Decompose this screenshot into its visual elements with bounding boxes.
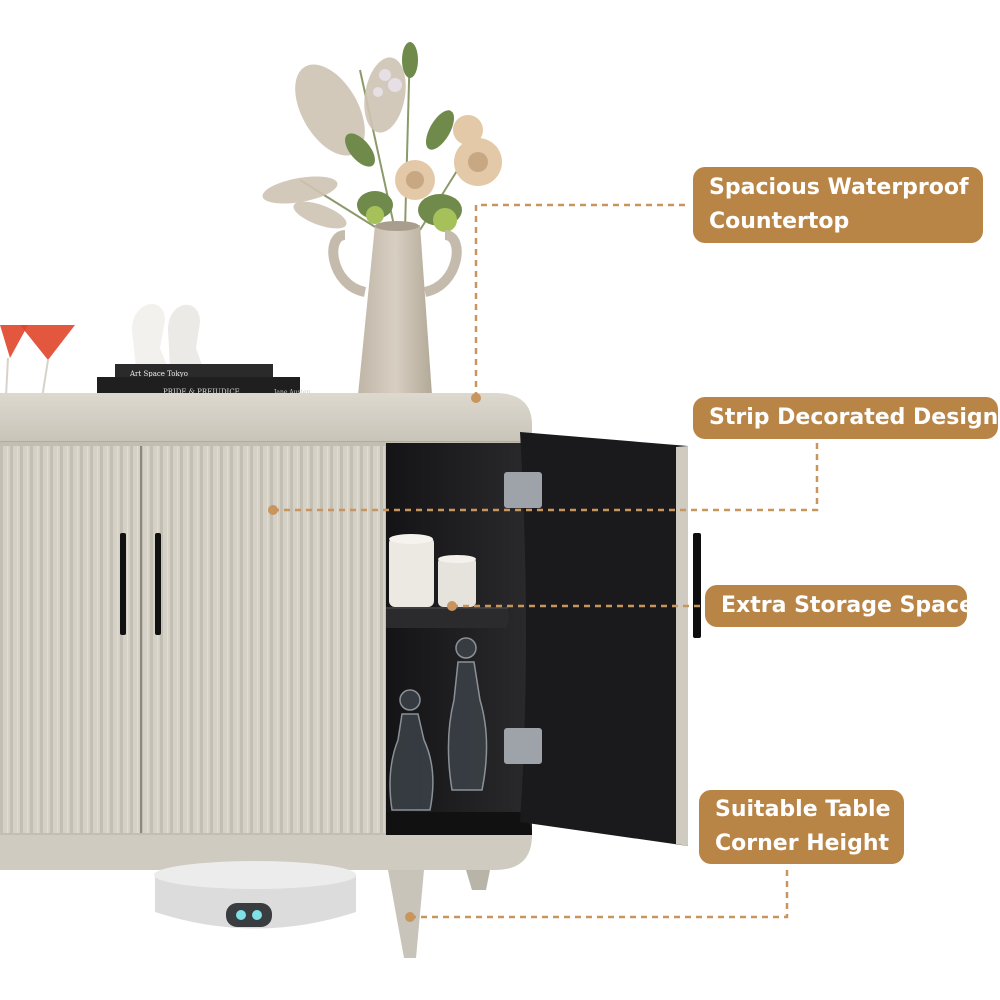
callout-strip-design: Strip Decorated Design (693, 397, 998, 439)
callout-strip-design-line1: Strip Decorated Design (709, 405, 999, 430)
cabinet-countertop (0, 393, 532, 442)
callout-storage-space-line1: Extra Storage Space (721, 593, 974, 618)
callout-countertop-line1: Spacious Waterproof (709, 175, 969, 200)
flower-arrangement (262, 42, 502, 232)
book-bottom-author: Jane Austen (273, 389, 311, 396)
leader-lines (273, 203, 819, 919)
cabinet-base (0, 835, 532, 870)
door-handle-open (693, 533, 701, 638)
door-handle-left (120, 533, 126, 635)
head-sculptures (132, 303, 203, 368)
cocktail-glasses (0, 325, 75, 403)
book-bottom-title: PRIDE & PREJUDICE (163, 388, 240, 396)
cabinet-leg-back (466, 870, 490, 890)
open-curved-door (504, 432, 701, 846)
callout-table-height-line1: Suitable Table (715, 797, 891, 822)
ceramic-vase (328, 221, 462, 400)
robot-vacuum (154, 861, 356, 929)
callout-countertop-line2: Countertop (709, 209, 850, 234)
callout-countertop: Spacious Waterproof Countertop (693, 167, 983, 243)
callout-storage-space: Extra Storage Space (705, 585, 974, 627)
callout-table-height-line2: Corner Height (715, 831, 890, 856)
fluted-doors (0, 446, 385, 833)
book-top-title: Art Space Tokyo (129, 370, 188, 378)
callout-table-height: Suitable Table Corner Height (699, 790, 904, 864)
cabinet-interior (386, 443, 532, 835)
leader-dots (268, 393, 481, 922)
door-handle-right (155, 533, 161, 635)
